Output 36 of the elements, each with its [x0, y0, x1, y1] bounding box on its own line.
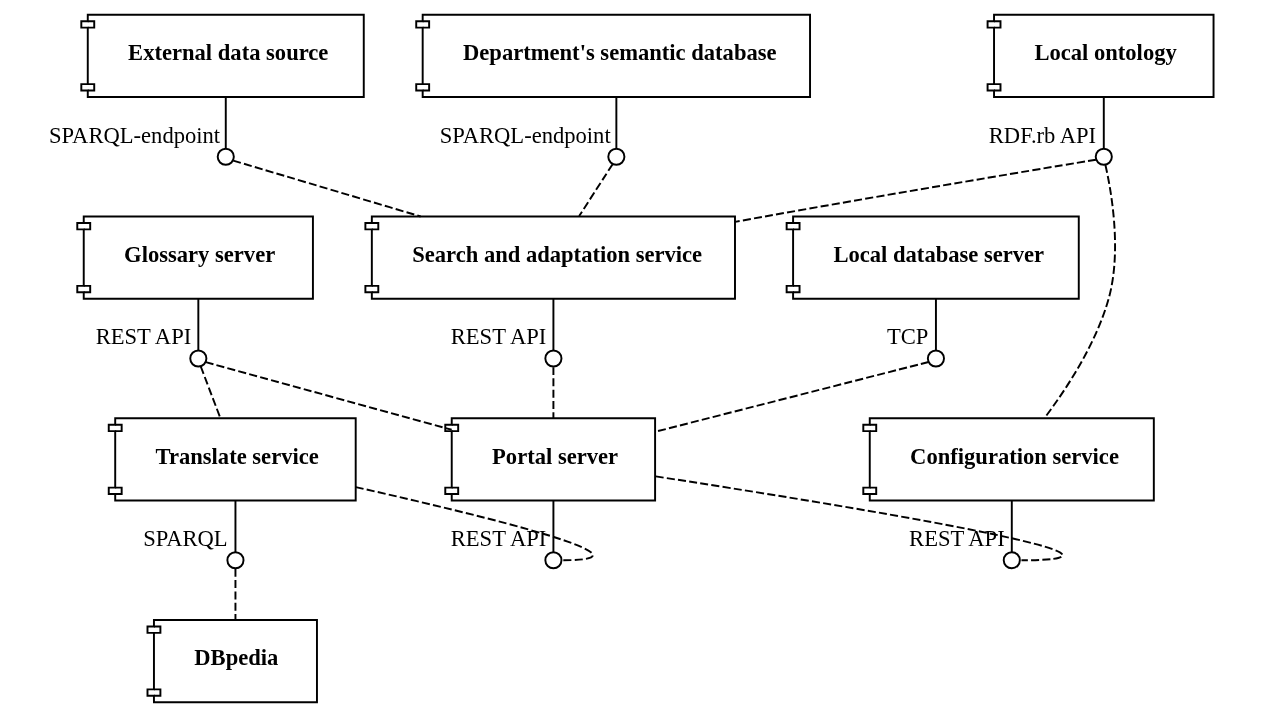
node-circle [1002, 551, 1021, 570]
connector [196, 298, 199, 352]
node-label: REST API [95, 324, 191, 350]
node-label: SPARQL [142, 526, 228, 552]
connector [234, 567, 236, 621]
connector [577, 163, 614, 218]
node-label: SPARQL-endpoint [48, 122, 220, 148]
connector [354, 486, 593, 562]
node-circle [606, 147, 625, 166]
node-label: REST API [450, 526, 546, 552]
connector [199, 365, 221, 419]
connector [1102, 96, 1105, 150]
connector [551, 298, 554, 352]
node-circle [1094, 147, 1113, 166]
node-label: REST API [450, 324, 546, 350]
node-label: SPARQL-endpoint [439, 122, 611, 148]
connector [1010, 499, 1013, 554]
node-circle [926, 349, 945, 368]
node-label: REST API [908, 526, 1005, 552]
connector [204, 361, 453, 431]
node-label: RDF.rb API [988, 122, 1096, 148]
node-circle [543, 349, 562, 368]
connector [231, 159, 422, 218]
connector [234, 499, 236, 554]
node-circle [543, 551, 562, 570]
connector [224, 96, 227, 150]
node-circle [225, 551, 244, 570]
connector [551, 499, 554, 554]
connector [551, 366, 554, 419]
connector [934, 298, 937, 352]
node-circle [216, 147, 235, 166]
node-circle [188, 349, 207, 368]
connector [733, 158, 1097, 223]
node-label: TCP [886, 324, 928, 350]
connector [614, 96, 617, 150]
connector [654, 475, 1063, 562]
